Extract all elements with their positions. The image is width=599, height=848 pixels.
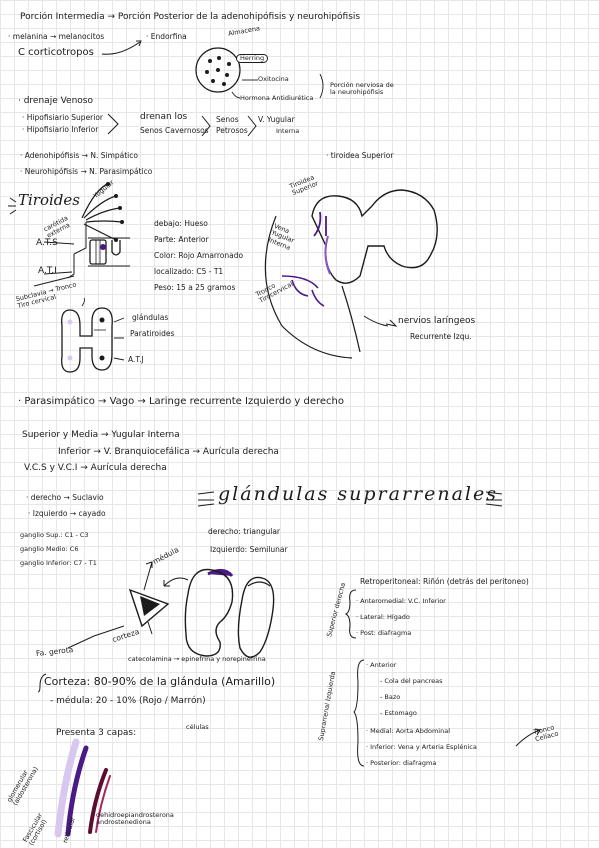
fact-2: Color: Rojo Amarronado [154,251,244,260]
chevron-icon [201,115,211,137]
drenan-line2: Senos Cavernosos [140,126,209,135]
izq-item-1: · Inferior: Vena y Arteria Esplénica [366,743,477,751]
cortex-layers-diagram [54,738,111,838]
der-item-1: · Lateral: Hígado [356,613,410,621]
vy-line2: Interna [276,127,300,135]
izq-anterior: · Anterior [366,661,397,669]
vcs-line: V.C.S y V.C.I → Aurícula derecha [24,463,167,473]
medula-pct-line: - médula: 20 - 10% (Rojo / Marrón) [50,696,206,706]
thyroid-vessels-diagram [264,189,438,359]
hormone-arrows [231,73,324,99]
arrow-icon [515,728,541,747]
ganglio-2: ganglio Inferior: C7 - T1 [20,559,97,567]
sup-izquierda-label: Suprarrenal Izquierda [317,670,338,742]
ganglio-1: ganglio Medio: C6 [20,545,79,553]
brace-icon [37,673,47,693]
neuro-line: · Neurohipófisis → N. Parasimpático [20,167,153,176]
tiroides-title: Tiroides [18,191,80,209]
paratiroides-label: Paratiroides [130,329,175,338]
parasimpatico-line: · Parasimpático → Vago → Laringe recurre… [18,396,345,407]
drenan-line1: drenan los [140,112,188,122]
izq-item-2: · Posterior: diafragma [366,759,437,767]
tronco-celiaco-label: Tronco Celíaco [532,723,560,744]
antidiuretica-label: Hormona Antidiurética [240,94,314,102]
herring-badge: Herring [236,54,269,64]
fact-0: debajo: Hueso [154,219,208,228]
capas-line: Presenta 3 capas: [56,728,137,738]
catecolamina-line: catecolamina → epinefrina y norepinefrin… [128,655,266,663]
drenaje-sup: · Hipofisiario Superior [22,113,104,122]
sparkle-icon [197,491,215,507]
izquierdo-semilunar: Izquierdo: Semilunar [210,545,288,554]
senos-line2: Petrosos [216,126,248,135]
brace-icon [353,659,365,767]
glandulas-label: glándulas [132,313,169,322]
adrenal-kidneys-diagram [67,561,275,658]
tiroidea-superior-heading: · tiroidea Superior [326,151,394,160]
tiroides-artery-diagram [8,182,130,287]
capa-glomerular-label: glomerular (aldosterona) [5,765,41,808]
brace-icon [107,113,119,135]
dhea-label: dehidroepiandrosterona androstenediona [96,811,174,827]
izq-sub-1: - Bazo [380,693,401,701]
arrow-icon [101,40,142,55]
fact-1: Parte: Anterior [154,235,209,244]
endorfina-label: · Endorfina [146,32,187,41]
oxitocina-label: Oxitocina [258,75,289,83]
neurosecretory-granules-diagram [195,47,241,93]
izquierdo-cayado: · Izquierdo → cayado [28,509,106,518]
adeno-line: · Adenohipófisis → N. Simpático [20,151,138,160]
fact-4: Peso: 15 a 25 gramos [154,283,236,292]
ati-label: A.T.I [38,266,57,276]
drenaje-inf: · Hipofisiario Inferior [22,125,99,134]
suprarrenales-title: glándulas suprarrenales [218,483,499,505]
drenaje-heading: · drenaje Venoso [18,96,93,106]
izq-sub-0: - Cola del pancreas [380,677,443,685]
sup-media-line: Superior y Media → Yugular Interna [22,430,180,440]
izq-item-0: · Medial: Aorta Abdominal [366,727,451,735]
porcion-nerviosa-label: Porción nerviosa de la neurohipófisis [330,81,394,97]
almacena-label: Almacena [227,24,261,38]
der-item-0: · Anteromedial: V.C. Inferior [356,597,446,605]
derecho-triangular: derecho: triangular [208,527,281,536]
melanina-line: · melanina → melanocitos [8,32,105,41]
celulas-label: células [186,723,209,731]
izq-sub-2: - Estomago [380,709,417,717]
nervios-line1: nervios laríngeos [398,316,476,326]
inferior-line: Inferior → V. Branquiocefálica → Aurícul… [58,447,279,457]
corticotropos-label: C corticotropos [18,47,94,58]
chevron-icon [247,115,257,137]
retroperitoneal-line: Retroperitoneal: Riñón (detrás del perit… [360,577,529,586]
intermedia-line: Porción Intermedia → Porción Posterior d… [20,12,361,22]
brace-icon [344,589,357,639]
atj-label: A.T.J [128,355,144,364]
senos-line1: Senos [216,115,239,124]
ats-label: A.T.S [36,238,58,248]
derecho-suclavio: · derecho → Suclavio [26,493,104,502]
nervios-line2: Recurrente Izqu. [410,332,472,341]
vy-line1: V. Yugular [258,115,295,124]
ganglio-0: ganglio Sup.: C1 - C3 [20,531,89,539]
corteza-pct-line: Corteza: 80-90% de la glándula (Amarillo… [44,675,276,688]
fact-3: localizado: C5 - T1 [154,267,224,276]
der-item-2: · Post: diafragma [356,629,412,637]
paratiroides-diagram [61,297,125,373]
sparkle-icon [485,491,503,507]
